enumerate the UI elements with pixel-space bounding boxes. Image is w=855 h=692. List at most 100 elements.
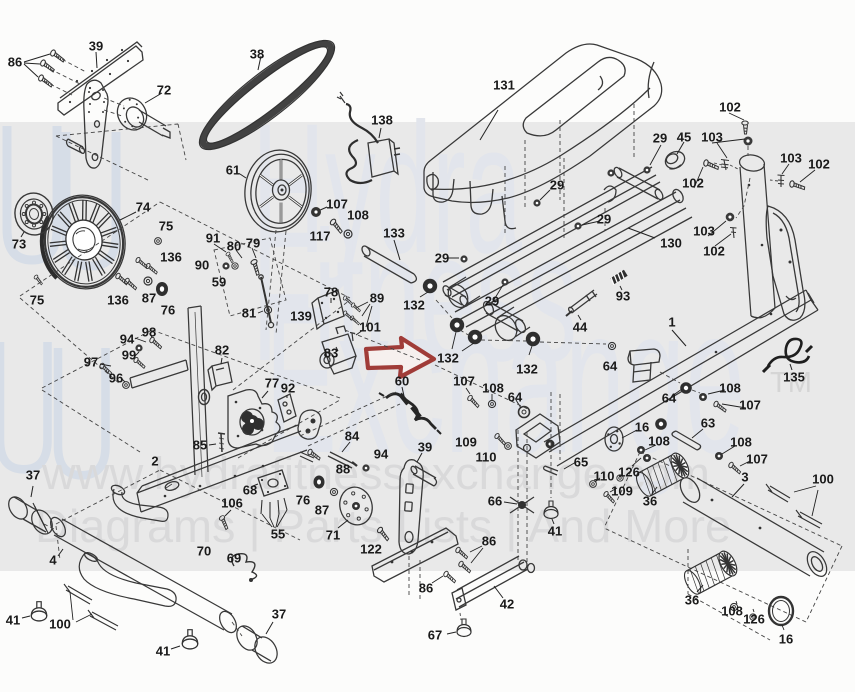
svg-text:102: 102	[808, 157, 830, 172]
svg-text:85: 85	[193, 438, 207, 453]
svg-text:42: 42	[500, 597, 514, 612]
svg-text:38: 38	[250, 47, 264, 62]
svg-text:73: 73	[12, 237, 26, 252]
svg-text:126: 126	[743, 612, 765, 627]
svg-text:74: 74	[136, 200, 151, 215]
svg-text:Diagrams | Parts Lists | And M: Diagrams | Parts Lists | And More	[35, 500, 731, 552]
svg-text:76: 76	[161, 303, 175, 318]
svg-text:Exchange: Exchange	[265, 262, 745, 497]
svg-text:75: 75	[159, 219, 173, 234]
svg-text:4: 4	[49, 553, 57, 568]
svg-text:107: 107	[739, 398, 761, 413]
svg-text:77: 77	[265, 376, 279, 391]
svg-text:Hydra: Hydra	[252, 86, 522, 292]
svg-text:101: 101	[359, 320, 381, 335]
svg-text:102: 102	[682, 176, 704, 191]
svg-text:41: 41	[6, 613, 20, 628]
svg-text:108: 108	[730, 435, 752, 450]
svg-text:132: 132	[403, 298, 425, 313]
svg-text:64: 64	[603, 359, 618, 374]
svg-text:90: 90	[195, 258, 209, 273]
svg-text:108: 108	[347, 208, 369, 223]
svg-text:29: 29	[485, 294, 499, 309]
svg-text:132: 132	[516, 362, 538, 377]
svg-text:103: 103	[780, 151, 802, 166]
svg-text:110: 110	[594, 469, 615, 484]
svg-text:29: 29	[435, 251, 449, 266]
svg-text:61: 61	[226, 163, 240, 178]
svg-text:108: 108	[721, 604, 743, 619]
svg-text:102: 102	[703, 244, 725, 259]
svg-text:136: 136	[107, 293, 129, 308]
svg-text:78: 78	[324, 285, 338, 300]
svg-text:79: 79	[246, 236, 260, 251]
svg-text:108: 108	[648, 434, 670, 449]
svg-text:75: 75	[30, 293, 44, 308]
svg-text:131: 131	[493, 78, 515, 93]
svg-text:29: 29	[550, 178, 564, 193]
svg-text:102: 102	[719, 100, 741, 115]
svg-text:87: 87	[142, 291, 156, 306]
svg-text:86: 86	[8, 55, 22, 70]
svg-text:110: 110	[476, 450, 497, 465]
svg-text:60: 60	[395, 374, 409, 389]
svg-text:91: 91	[206, 231, 220, 246]
svg-text:83: 83	[324, 346, 338, 361]
svg-text:TM: TM	[770, 367, 812, 399]
svg-text:107: 107	[326, 197, 348, 212]
svg-text:59: 59	[212, 275, 226, 290]
svg-text:122: 122	[360, 542, 382, 557]
svg-text:108: 108	[482, 381, 504, 396]
svg-text:81: 81	[242, 306, 256, 321]
svg-text:16: 16	[635, 420, 649, 435]
svg-text:66: 66	[488, 494, 502, 509]
svg-text:44: 44	[573, 320, 588, 335]
svg-text:71: 71	[326, 528, 340, 543]
svg-text:80: 80	[227, 239, 241, 254]
svg-text:96: 96	[109, 371, 123, 386]
svg-text:82: 82	[215, 343, 229, 358]
svg-text:1: 1	[668, 315, 675, 330]
svg-text:69: 69	[227, 551, 241, 566]
svg-text:117: 117	[310, 229, 331, 244]
svg-text:64: 64	[508, 390, 523, 405]
svg-text:92: 92	[281, 381, 295, 396]
svg-text:109: 109	[611, 484, 633, 499]
svg-text:41: 41	[548, 524, 562, 539]
svg-text:37: 37	[272, 607, 286, 622]
svg-text:63: 63	[701, 416, 715, 431]
svg-text:138: 138	[371, 113, 393, 128]
svg-text:86: 86	[482, 534, 496, 549]
svg-text:103: 103	[701, 130, 723, 145]
svg-text:68: 68	[243, 483, 257, 498]
svg-text:29: 29	[653, 131, 667, 146]
svg-text:100: 100	[812, 472, 834, 487]
svg-text:109: 109	[455, 435, 477, 450]
svg-text:45: 45	[677, 130, 691, 145]
svg-text:94: 94	[374, 447, 389, 462]
svg-text:65: 65	[574, 455, 588, 470]
svg-text:132: 132	[437, 351, 459, 366]
svg-text:72: 72	[157, 83, 171, 98]
svg-text:86: 86	[419, 581, 433, 596]
svg-text:97: 97	[84, 355, 98, 370]
svg-text:70: 70	[197, 544, 211, 559]
svg-text:41: 41	[156, 644, 170, 659]
svg-text:98: 98	[142, 325, 156, 340]
svg-text:108: 108	[719, 381, 741, 396]
svg-text:93: 93	[616, 289, 630, 304]
svg-text:39: 39	[418, 440, 432, 455]
svg-text:99: 99	[122, 348, 136, 363]
svg-text:135: 135	[783, 370, 805, 385]
svg-text:106: 106	[221, 496, 243, 511]
svg-text:126: 126	[618, 465, 640, 480]
svg-text:29: 29	[597, 212, 611, 227]
svg-text:87: 87	[315, 503, 329, 518]
svg-text:84: 84	[345, 429, 360, 444]
svg-text:2: 2	[151, 454, 158, 469]
svg-text:107: 107	[453, 374, 475, 389]
svg-text:139: 139	[290, 309, 312, 324]
svg-text:88: 88	[336, 462, 350, 477]
svg-text:94: 94	[120, 332, 135, 347]
svg-text:130: 130	[660, 236, 682, 251]
